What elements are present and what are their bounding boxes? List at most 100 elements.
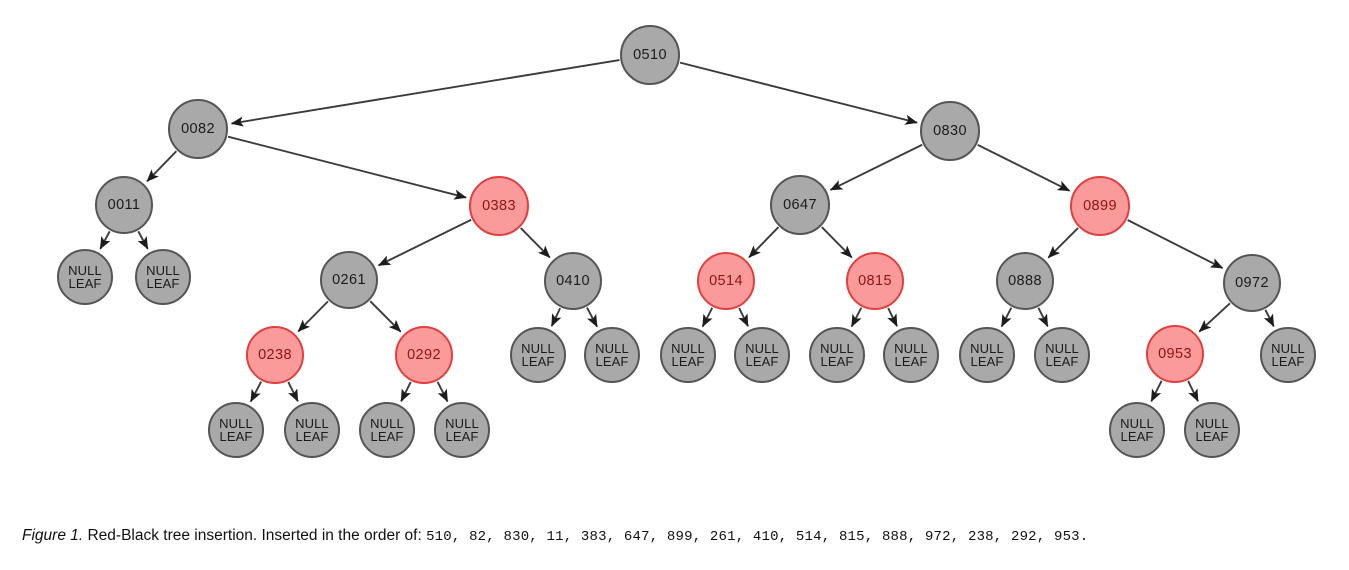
tree-node-0972: 0972: [1223, 254, 1281, 312]
tree-node-0647: 0647: [770, 175, 830, 235]
null-leaf-line-1: NULL: [1195, 415, 1229, 431]
tree-node-label: 0292: [407, 346, 441, 363]
tree-edge: [287, 381, 299, 402]
tree-edge: [821, 226, 853, 259]
tree-node-label: 0815: [858, 272, 892, 289]
null-leaf-line-2: LEAF: [595, 354, 629, 369]
null-leaf-line-2: LEAF: [1120, 429, 1154, 444]
edge-group: [99, 59, 1275, 403]
tree-edge: [550, 307, 562, 327]
tree-edge: [1198, 302, 1231, 333]
tree-edge: [249, 381, 263, 403]
tree-edge: [230, 59, 620, 127]
tree-node-0292: 0292: [395, 326, 453, 384]
tree-edge: [436, 381, 449, 403]
tree-edge: [977, 144, 1071, 192]
null-leaf-line-1: NULL: [894, 340, 928, 356]
null-leaf-line-2: LEAF: [1271, 354, 1305, 369]
tree-node-0888: 0888: [996, 252, 1054, 310]
null-leaf-line-1: NULL: [820, 340, 854, 356]
tree-edge: [738, 307, 749, 327]
tree-edge: [369, 300, 402, 333]
tree-edge: [1263, 309, 1275, 328]
tree-edge: [1150, 380, 1163, 403]
tree-node-label: 0410: [556, 272, 590, 289]
tree-node-label: 0972: [1235, 274, 1269, 291]
null-leaf-line-2: LEAF: [970, 354, 1004, 369]
insertion-order-list: 510, 82, 830, 11, 383, 647, 899, 261, 41…: [426, 529, 1089, 545]
tree-edge: [1187, 380, 1199, 402]
tree-edge: [137, 230, 149, 250]
figure-label: Figure 1.: [22, 527, 84, 544]
tree-edge: [887, 307, 898, 327]
null-leaf-line-1: NULL: [295, 415, 329, 431]
null-leaf-line-2: LEAF: [370, 429, 404, 444]
figure-caption: Figure 1. Red-Black tree insertion. Inse…: [22, 527, 1332, 545]
tree-edge: [1127, 219, 1224, 269]
tree-node-label: 0238: [258, 346, 292, 363]
tree-edge: [701, 307, 714, 328]
null-leaf-line-2: LEAF: [219, 429, 253, 444]
tree-edge: [377, 218, 472, 267]
null-leaf-line-1: NULL: [671, 340, 705, 356]
null-leaf-line-1: NULL: [219, 415, 253, 431]
tree-node-0261: 0261: [320, 251, 378, 309]
tree-edge: [748, 226, 780, 259]
tree-node-0238: 0238: [246, 326, 304, 384]
null-leaf-line-2: LEAF: [445, 429, 479, 444]
null-leaf-line-2: LEAF: [1195, 429, 1229, 444]
null-leaf-line-2: LEAF: [894, 354, 928, 369]
tree-node-0510: 0510: [620, 25, 680, 85]
null-leaf-line-2: LEAF: [68, 276, 102, 291]
null-leaf-line-1: NULL: [970, 340, 1004, 356]
tree-edge: [679, 61, 918, 125]
tree-node-label: 0888: [1008, 272, 1042, 289]
tree-node-label: 0261: [332, 271, 366, 288]
tree-node-label: 0011: [107, 196, 141, 213]
tree-node-0410: 0410: [544, 252, 602, 310]
figure-description: Red-Black tree insertion. Inserted in th…: [87, 527, 422, 544]
null-leaf-line-2: LEAF: [671, 354, 705, 369]
tree-node-label: 0082: [181, 120, 215, 137]
null-leaf-line-2: LEAF: [745, 354, 779, 369]
tree-node-label: 0514: [709, 272, 743, 289]
null-leaf-line-2: LEAF: [1045, 354, 1079, 369]
tree-edge: [400, 381, 412, 402]
tree-edge: [297, 300, 329, 333]
null-leaf-line-1: NULL: [146, 262, 180, 278]
tree-node-0815: 0815: [846, 252, 904, 310]
tree-edges-canvas: [99, 59, 1275, 403]
tree-edge: [520, 227, 551, 259]
null-leaf-line-1: NULL: [595, 340, 629, 356]
tree-node-0899: 0899: [1070, 176, 1130, 236]
null-leaf-line-1: NULL: [445, 415, 479, 431]
tree-node-0383: 0383: [469, 176, 529, 236]
null-leaf-line-1: NULL: [745, 340, 779, 356]
null-leaf-line-2: LEAF: [820, 354, 854, 369]
tree-edge: [1047, 227, 1079, 259]
null-leaf-line-1: NULL: [68, 262, 102, 278]
tree-edge: [1037, 307, 1049, 328]
null-leaf-line-1: NULL: [1045, 340, 1079, 356]
tree-node-label: 0899: [1083, 197, 1117, 214]
null-leaf-line-2: LEAF: [146, 276, 180, 291]
tree-node-label: 0830: [933, 122, 967, 139]
null-leaf-line-1: NULL: [1271, 340, 1305, 356]
tree-edge: [99, 230, 111, 250]
tree-edge: [586, 307, 598, 328]
